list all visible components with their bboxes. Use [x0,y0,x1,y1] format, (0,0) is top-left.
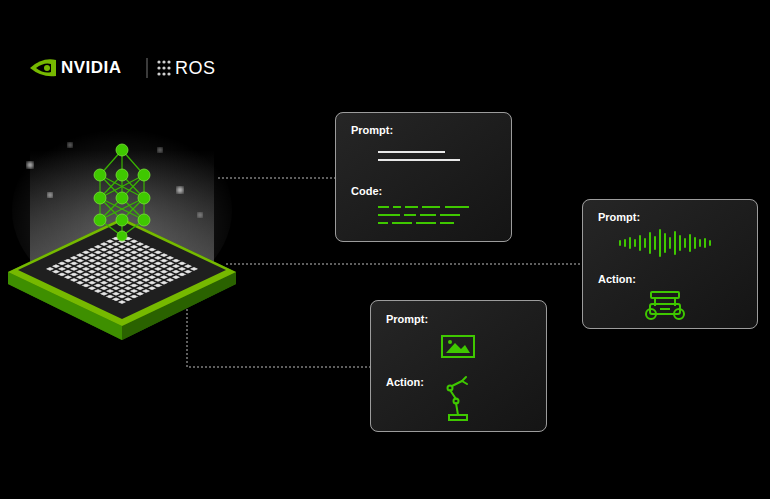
prompt-text-lines [378,152,460,160]
prompt-label: Prompt: [386,313,428,326]
prompt-box: Prompt: Code: [335,112,512,242]
image-icon [442,336,474,357]
output-label: Code: [351,185,382,198]
output-label: Action: [386,376,424,389]
neural-network [94,144,150,241]
brand-name: ROS [175,58,216,78]
ros-dots [157,60,170,75]
output-label: Action: [598,273,636,286]
robot-arm [448,377,468,420]
box-fills [335,112,758,432]
prompt-label: Prompt: [598,211,640,224]
brand-name: NVIDIA [61,58,122,77]
logo-separator [147,58,148,78]
code-lines [378,207,469,223]
sound-wave [620,230,710,256]
prompt-box: Prompt: Action: [370,300,547,432]
chip [8,218,236,340]
prompt-box: Prompt: Action: [582,199,758,329]
nvidia-mark [30,59,56,76]
robot-vehicle [646,292,684,319]
prompt-label: Prompt: [351,124,393,137]
